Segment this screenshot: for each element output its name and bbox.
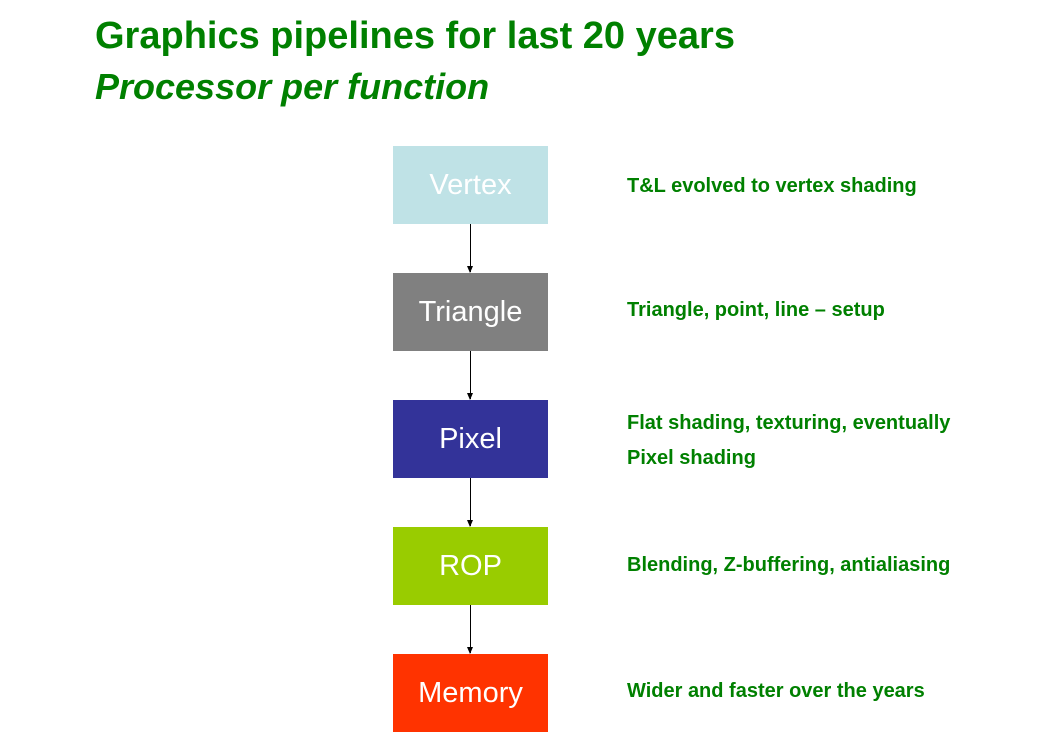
stage-pixel-description-line-2: Pixel shading bbox=[627, 447, 756, 469]
stage-vertex-box: Vertex bbox=[393, 146, 548, 224]
stage-memory-box: Memory bbox=[393, 654, 548, 732]
connector-arrow bbox=[467, 478, 473, 527]
stage-triangle-description-line: Triangle, point, line – setup bbox=[627, 299, 885, 321]
stage-pixel-box: Pixel bbox=[393, 400, 548, 478]
arrowhead-icon bbox=[467, 520, 473, 527]
stage-pixel-description-line-1: Flat shading, texturing, eventually bbox=[627, 412, 951, 434]
connector-arrow bbox=[467, 351, 473, 400]
stage-memory-description-line: Wider and faster over the years bbox=[627, 680, 925, 702]
stage-vertex-description-line: T&L evolved to vertex shading bbox=[627, 175, 917, 197]
stage-triangle-description: Triangle, point, line – setup bbox=[627, 293, 885, 328]
stage-rop-description-line: Blending, Z-buffering, antialiasing bbox=[627, 554, 951, 576]
stage-rop-box: ROP bbox=[393, 527, 548, 605]
slide-title: Graphics pipelines for last 20 years bbox=[95, 15, 735, 57]
stage-memory-label: Memory bbox=[418, 676, 523, 709]
stage-triangle-label: Triangle bbox=[418, 295, 523, 328]
slide-subtitle: Processor per function bbox=[95, 66, 490, 107]
arrowhead-icon bbox=[467, 393, 473, 400]
stage-vertex-label: Vertex bbox=[429, 168, 512, 201]
arrowhead-icon bbox=[467, 266, 473, 273]
stage-rop-description: Blending, Z-buffering, antialiasing bbox=[627, 548, 950, 583]
stage-triangle-box: Triangle bbox=[393, 273, 548, 351]
stage-pixel-description: Flat shading, texturing, eventually Pixe… bbox=[627, 406, 950, 476]
connector-arrow bbox=[467, 605, 473, 654]
stage-vertex-description: T&L evolved to vertex shading bbox=[627, 169, 917, 204]
stage-pixel-label: Pixel bbox=[439, 422, 502, 455]
stage-memory-description: Wider and faster over the years bbox=[627, 674, 925, 709]
stage-rop-label: ROP bbox=[439, 549, 502, 582]
connector-arrow bbox=[467, 224, 473, 273]
arrowhead-icon bbox=[467, 647, 473, 654]
